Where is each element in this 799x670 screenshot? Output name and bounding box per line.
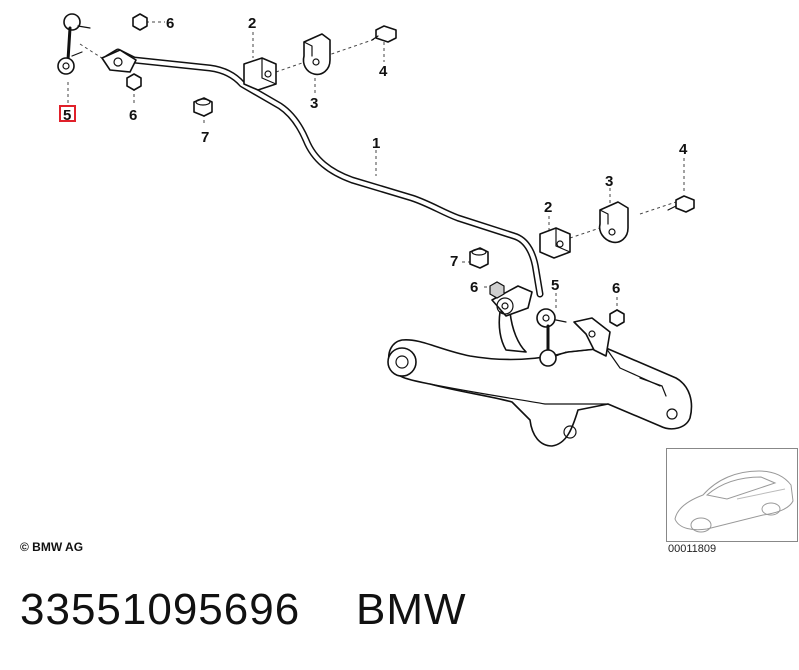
callout-labels: 5 6 6 7 2 3 4 1 4 3 2 7 6 5 6 bbox=[63, 15, 688, 297]
callout-2-right: 2 bbox=[544, 199, 552, 216]
link-bracket bbox=[498, 311, 611, 357]
callout-4-top: 4 bbox=[379, 63, 388, 80]
callout-6-left: 6 bbox=[129, 107, 137, 124]
part-number: 33551095696 bbox=[20, 585, 301, 634]
bracket-right bbox=[598, 201, 629, 244]
nut-top-left bbox=[132, 13, 148, 31]
callout-7-left: 7 bbox=[201, 129, 209, 146]
nut-center bbox=[489, 281, 505, 299]
callout-1: 1 bbox=[372, 135, 380, 152]
collar-nut-right bbox=[469, 247, 489, 269]
callout-2-left: 2 bbox=[248, 15, 256, 32]
callout-4-right: 4 bbox=[679, 141, 688, 158]
rubber-mount-right bbox=[539, 227, 571, 259]
control-arm bbox=[387, 339, 693, 447]
callout-3-right: 3 bbox=[605, 173, 613, 190]
callout-6-right: 6 bbox=[612, 280, 620, 297]
rubber-mount-left bbox=[243, 57, 277, 91]
collar-nut-left bbox=[193, 97, 213, 117]
callout-6-top-left: 6 bbox=[166, 15, 174, 32]
stabilizer-link-right bbox=[536, 308, 567, 367]
callout-6-center: 6 bbox=[470, 279, 478, 296]
callout-5-left: 5 bbox=[63, 107, 71, 124]
nut-right bbox=[609, 309, 625, 327]
vehicle-thumbnail bbox=[666, 448, 798, 542]
diagram-code: 00011809 bbox=[668, 543, 717, 555]
copyright-text: © BMW AG bbox=[20, 540, 84, 554]
stabilizer-link-left bbox=[57, 13, 91, 75]
bolt-right bbox=[667, 195, 695, 213]
stabilizer-bar bbox=[101, 48, 544, 317]
brand-name: BMW bbox=[356, 585, 467, 634]
callout-5-right: 5 bbox=[551, 277, 559, 294]
nut-left bbox=[126, 73, 142, 91]
selected-part-highlight bbox=[59, 105, 76, 122]
bracket-left bbox=[302, 33, 331, 76]
car-outline-icon bbox=[674, 470, 794, 533]
callout-7-right: 7 bbox=[450, 253, 458, 270]
bolt-top bbox=[371, 25, 397, 43]
callout-3-left: 3 bbox=[310, 95, 318, 112]
